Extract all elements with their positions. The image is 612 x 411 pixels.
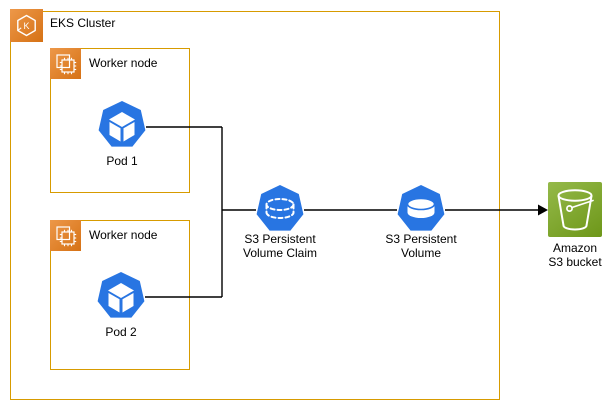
s3-bucket-label-line1: Amazon: [552, 241, 598, 255]
worker-node-1-cpu-chip-icon[interactable]: [50, 48, 81, 79]
s3-bucket-label: Amazon S3 bucket: [515, 241, 612, 269]
pod-1-label: Pod 1: [106, 154, 138, 168]
worker-node-1-label: Worker node: [89, 56, 158, 70]
worker-node-2-box[interactable]: [50, 220, 190, 370]
s3-persistent-volume-claim-icon[interactable]: [256, 185, 304, 233]
pv-label-line2: Volume: [400, 245, 442, 260]
worker-node-2-label: Worker node: [89, 228, 158, 242]
pod-1-icon[interactable]: [97, 100, 147, 150]
eks-icon-letter: K: [23, 21, 29, 31]
pv-label-line1: S3 Persistent: [385, 232, 457, 246]
pvc-label: S3 Persistent Volume Claim: [210, 232, 350, 260]
arrowhead: [538, 204, 548, 216]
eks-icon[interactable]: K: [10, 9, 43, 42]
pvc-label-line2: Volume Claim: [242, 245, 318, 260]
eks-cluster-label: EKS Cluster: [50, 16, 116, 30]
s3-bucket-label-line2: S3 bucket: [548, 254, 602, 269]
worker-node-2-cpu-chip-icon[interactable]: [50, 220, 81, 251]
pv-label: S3 Persistent Volume: [351, 232, 491, 260]
pod-2-label: Pod 2: [105, 325, 137, 339]
eks-cluster-box[interactable]: [10, 11, 500, 400]
worker-node-1-box[interactable]: [50, 48, 190, 193]
s3-bucket-icon[interactable]: [548, 182, 602, 237]
pvc-label-line1: S3 Persistent: [244, 232, 316, 246]
s3-persistent-volume-icon[interactable]: [397, 185, 445, 233]
pod-2-icon[interactable]: [96, 271, 146, 321]
